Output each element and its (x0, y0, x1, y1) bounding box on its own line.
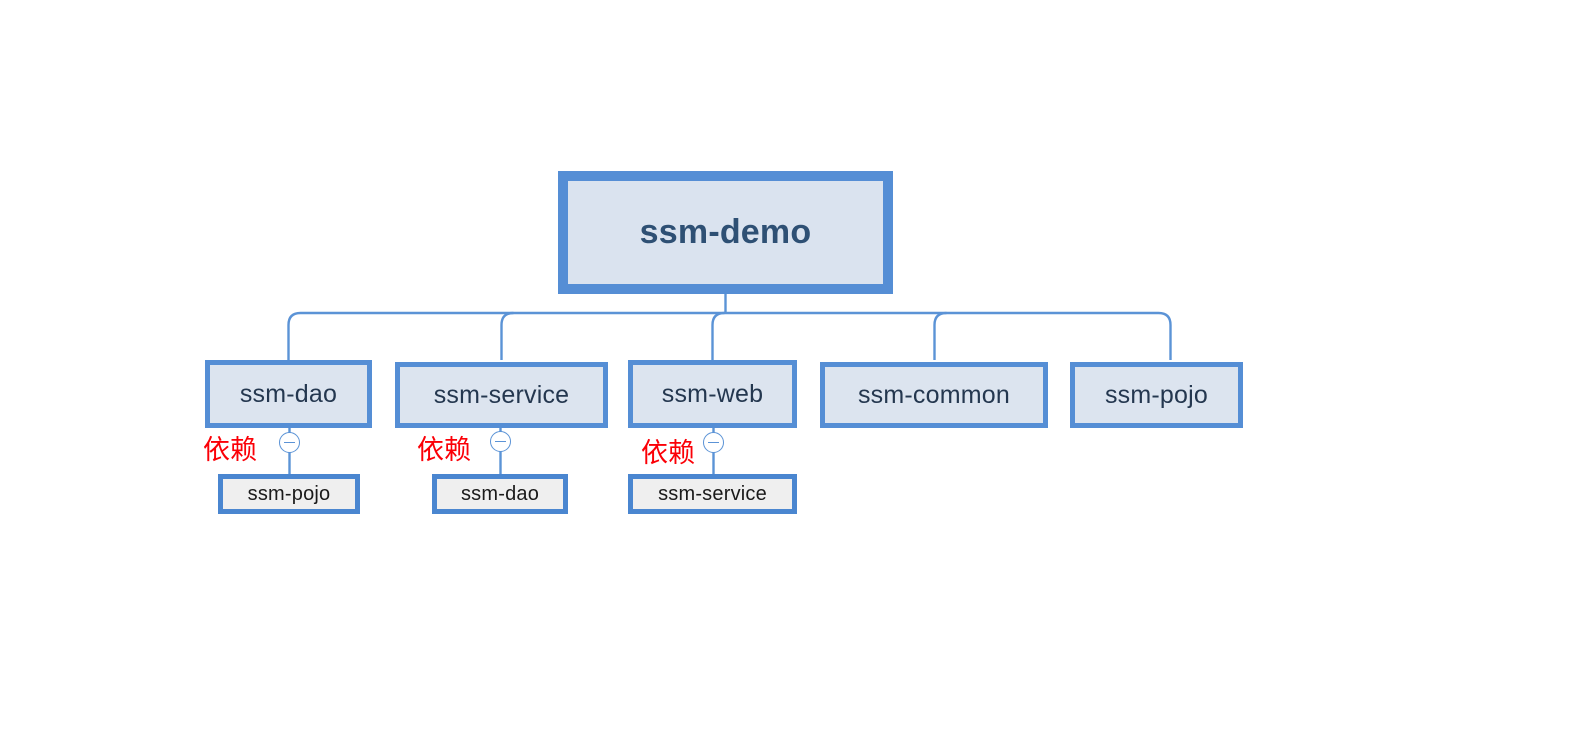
node-dependency-ssm-pojo[interactable]: ssm-pojo (218, 474, 360, 514)
connector-bus (287, 311, 1172, 360)
node-module-ssm-pojo[interactable]: ssm-pojo (1070, 362, 1243, 428)
collapse-minus-icon[interactable] (490, 431, 511, 452)
node-module-label: ssm-pojo (1104, 380, 1209, 409)
connector-branch-ssm-web (711, 311, 725, 360)
node-dependency-label: ssm-service (658, 482, 767, 505)
dependency-annotation-ssm-service: 依赖 (417, 435, 471, 466)
node-module-label: ssm-web (661, 379, 764, 408)
node-dependency-ssm-service[interactable]: ssm-service (628, 474, 797, 514)
node-module-ssm-service[interactable]: ssm-service (395, 362, 608, 428)
node-module-label: ssm-dao (239, 379, 338, 408)
dependency-annotation-ssm-dao: 依赖 (203, 435, 257, 466)
node-root-ssm-demo[interactable]: ssm-demo (558, 171, 893, 294)
node-dependency-label: ssm-dao (460, 482, 540, 505)
node-module-label: ssm-service (433, 380, 570, 409)
dependency-annotation-ssm-web: 依赖 (641, 438, 695, 469)
node-dependency-ssm-dao[interactable]: ssm-dao (432, 474, 568, 514)
node-module-ssm-dao[interactable]: ssm-dao (205, 360, 372, 428)
node-module-label: ssm-common (857, 380, 1010, 409)
node-module-ssm-web[interactable]: ssm-web (628, 360, 797, 428)
node-root-label: ssm-demo (639, 213, 812, 251)
collapse-minus-icon[interactable] (279, 432, 300, 453)
collapse-minus-icon[interactable] (703, 432, 724, 453)
node-dependency-label: ssm-pojo (247, 482, 331, 505)
connector-branch-ssm-common (933, 311, 947, 360)
node-module-ssm-common[interactable]: ssm-common (820, 362, 1048, 428)
connector-branch-ssm-service (500, 311, 514, 360)
